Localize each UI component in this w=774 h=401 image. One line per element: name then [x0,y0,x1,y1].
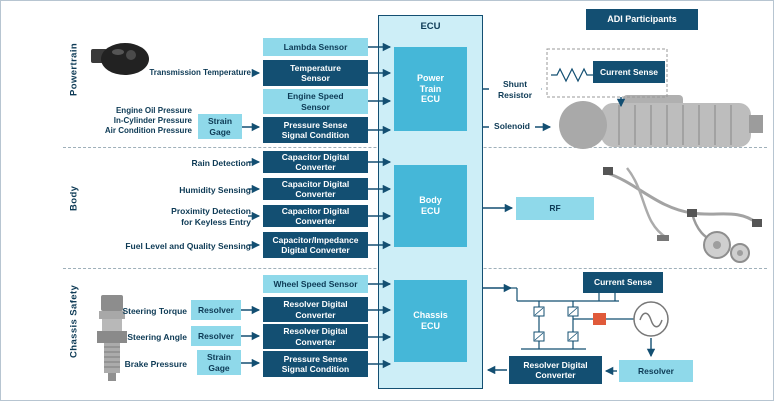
engine-speed-sensor-box: Engine Speed Sensor [263,89,368,114]
ecu-title: ECU [420,21,441,32]
section-label-body: Body [68,185,80,211]
brake-pressure-label: Brake Pressure [124,359,187,369]
capacitor-impedance-converter-box: Capacitor/Impedance Digital Converter [263,232,368,258]
temperature-sensor-box: Temperature Sensor [263,60,368,86]
circuit-highlight-component [593,313,606,325]
steering-torque-label: Steering Torque [122,306,187,316]
pressure-sensor-image [97,295,127,381]
strain-gage-box: Strain Gage [197,350,241,375]
section-label-chassis-safety: Chassis Safety [68,284,80,358]
pressure-inputs-label: Engine Oil Pressure In-Cylinder Pressure… [104,106,192,135]
resolver-box: Resolver [191,326,241,346]
current-sense-box-chassis: Current Sense [583,272,663,293]
resolver-digital-converter-box: Resolver Digital Converter [263,324,368,349]
current-sense-box-powertrain: Current Sense [593,61,665,83]
capacitor-digital-converter-box: Capacitor Digital Converter [263,205,368,227]
transmission-image [559,95,763,149]
steering-angle-label: Steering Angle [127,332,187,342]
shunt-resistor-label: Shunt Resistor [489,79,541,101]
wiring-harness-image [603,167,762,263]
capacitor-digital-converter-box: Capacitor Digital Converter [263,178,368,200]
temperature-sensor-image [91,43,149,75]
proximity-detection-label: Proximity Detection for Keyless Entry [171,206,251,227]
chassis-ecu-box: Chassis ECU [394,280,467,362]
adi-participants-badge: ADI Participants [586,9,698,30]
resolver-digital-converter-box-chassis: Resolver Digital Converter [509,356,602,384]
wheel-speed-sensor-box: Wheel Speed Sensor [263,275,368,293]
resolver-box: Resolver [191,300,241,320]
lambda-sensor-box: Lambda Sensor [263,38,368,56]
pressure-sense-box: Pressure Sense Signal Condition [263,117,368,143]
humidity-sensing-label: Humidity Sensing [179,185,251,195]
powertrain-ecu-box: Power Train ECU [394,47,467,131]
section-label-powertrain: Powertrain [68,42,80,96]
solenoid-label: Solenoid [489,121,535,132]
resolver-box: Resolver [619,360,693,382]
body-ecu-box: Body ECU [394,165,467,247]
pressure-sense-box: Pressure Sense Signal Condition [263,351,368,377]
transmission-temperature-label: Transmission Temperature [149,68,251,77]
rf-box: RF [516,197,594,220]
rain-detection-label: Rain Detection [191,158,251,168]
capacitor-digital-converter-box: Capacitor Digital Converter [263,151,368,173]
fuel-level-quality-label: Fuel Level and Quality Sensing [125,241,251,251]
resolver-digital-converter-box: Resolver Digital Converter [263,297,368,322]
strain-gage-box: Strain Gage [198,114,242,139]
